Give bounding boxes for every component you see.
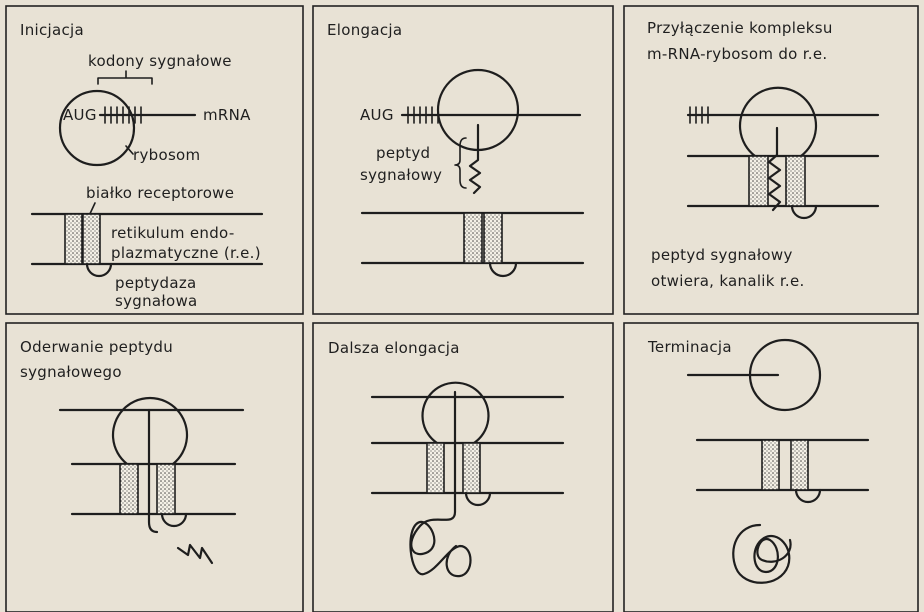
er-label-2: plazmatyczne (r.e.) [111, 244, 261, 262]
note-line-1: peptyd sygnałowy [651, 246, 793, 264]
aug-label: AUG [360, 106, 394, 124]
receptor-left [427, 443, 444, 493]
panel-title-line-1: Przyłączenie kompleksu [647, 19, 833, 37]
receptor-right [157, 464, 175, 514]
receptor-right [791, 440, 808, 490]
released-signal-peptide [178, 545, 212, 563]
peptidase-bulge [466, 493, 490, 505]
receptor-left [120, 464, 138, 514]
codon-ticks [105, 107, 141, 123]
receptor-right [786, 156, 805, 206]
panel-title: Terminacja [647, 338, 732, 356]
mrna-label: mRNA [203, 106, 251, 124]
panel-title-line-1: Oderwanie peptydu [20, 338, 173, 356]
peptidase-bulge [796, 490, 820, 502]
ribosome-circle [60, 91, 134, 165]
panel-initiation: Inicjacja kodony sygnałowe AUG mRNA rybo… [6, 6, 303, 314]
peptidase-bulge [490, 263, 516, 276]
receptor-right [484, 213, 502, 263]
ribosome-label: rybosom [133, 146, 200, 164]
er-label-1: retikulum endo- [111, 224, 235, 242]
codons-brace [98, 71, 152, 84]
released-protein [733, 525, 790, 583]
peptidase-label-1: peptydaza [115, 274, 197, 292]
receptor-label: białko receptorowe [86, 184, 234, 202]
peptide-brace [455, 138, 466, 188]
receptor-left [762, 440, 779, 490]
peptidase-bulge [87, 264, 111, 276]
panel-termination: Terminacja [624, 323, 918, 612]
panel-frame [313, 6, 613, 314]
receptor-right [463, 443, 480, 493]
peptide-label-2: sygnałowy [360, 166, 442, 184]
panel-cleavage: Oderwanie peptydu sygnałowego [6, 323, 303, 612]
panel-attachment: Przyłączenie kompleksu m-RNA-rybosom do … [624, 6, 918, 314]
receptor-left [464, 213, 482, 263]
receptor-left [65, 214, 82, 264]
panel-elongation: Elongacja AUG peptyd sygnałowy [313, 6, 613, 314]
panel-title-line-2: sygnałowego [20, 363, 122, 381]
codons-label: kodony sygnałowe [88, 52, 232, 70]
receptor-left [749, 156, 768, 206]
peptide-label-1: peptyd [376, 144, 430, 162]
aug-label: AUG [63, 106, 97, 124]
peptidase-bulge [792, 206, 816, 218]
signal-peptide-chain [470, 125, 480, 193]
note-line-2: otwiera, kanalik r.e. [651, 272, 805, 290]
peptidase-label-2: sygnałowa [115, 292, 198, 310]
panel-further-elongation: Dalsza elongacja [313, 323, 613, 612]
signal-peptide-chain [769, 128, 780, 210]
receptor-right [83, 214, 100, 264]
panel-title: Dalsza elongacja [328, 339, 460, 357]
panel-title-line-2: m-RNA-rybosom do r.e. [647, 45, 827, 63]
peptidase-bulge [162, 514, 186, 526]
panel-title: Inicjacja [20, 21, 84, 39]
panel-title: Elongacja [327, 21, 402, 39]
